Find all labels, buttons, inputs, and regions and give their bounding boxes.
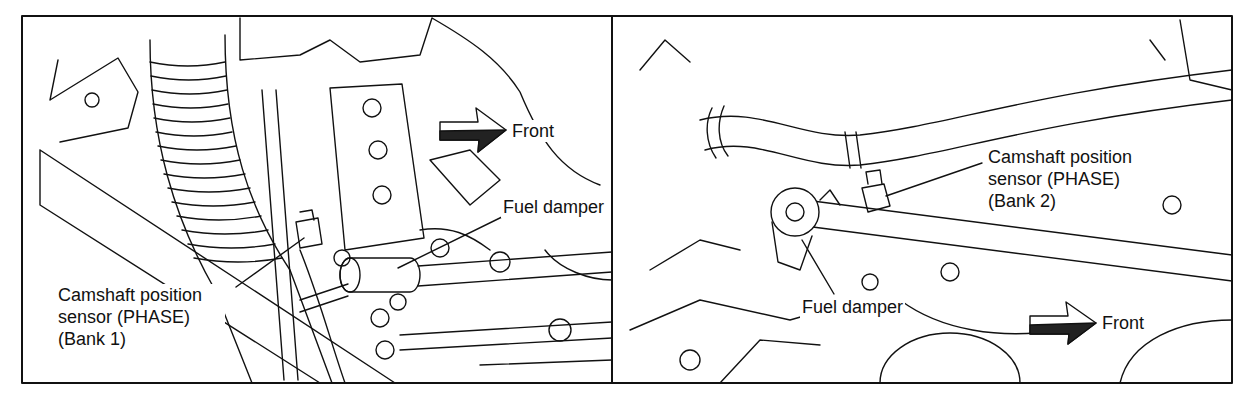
bolt xyxy=(371,309,389,327)
part-label: Fuel damper xyxy=(501,196,606,218)
bolt xyxy=(1163,196,1181,214)
front-arrow-shade xyxy=(1030,323,1096,344)
bolt xyxy=(680,350,700,370)
direction-label: Front xyxy=(1100,312,1146,334)
bolt xyxy=(941,263,959,281)
front-arrow xyxy=(1030,302,1096,344)
part-label: Fuel damper xyxy=(800,296,905,318)
camshaft-sensor xyxy=(862,170,890,212)
fuel-damper xyxy=(771,188,819,236)
damper-cap xyxy=(786,203,804,221)
damper-end xyxy=(340,258,360,292)
bolt xyxy=(490,252,510,272)
clamp xyxy=(390,294,406,310)
frame-border xyxy=(22,16,1232,383)
part-label: Camshaft position sensor (PHASE) (Bank 1… xyxy=(56,284,225,350)
leader-line xyxy=(802,240,834,294)
bolt xyxy=(373,186,391,204)
engine-block xyxy=(240,18,612,365)
bolt xyxy=(862,274,878,290)
bolt xyxy=(363,99,381,117)
leader-line xyxy=(236,238,304,287)
engine-block xyxy=(720,300,1232,383)
front-arrow xyxy=(440,108,506,152)
harness xyxy=(262,90,345,383)
leader-line xyxy=(398,214,508,268)
direction-label: Front xyxy=(510,120,556,142)
leader-line xyxy=(886,163,982,196)
damper-bracket xyxy=(772,190,840,270)
part-label: Camshaft position sensor (PHASE) (Bank 2… xyxy=(986,146,1155,212)
frame-line xyxy=(630,20,1232,330)
fuel-pipes xyxy=(300,252,612,350)
hose-clamp xyxy=(707,106,861,168)
panel-divider xyxy=(611,16,613,383)
front-arrow-shade xyxy=(440,130,506,152)
camshaft-sensor xyxy=(296,210,322,248)
bolt xyxy=(376,341,394,359)
bolt xyxy=(369,141,387,159)
bolt xyxy=(549,319,571,341)
clamp xyxy=(334,250,350,266)
bracket-hole xyxy=(85,93,99,107)
